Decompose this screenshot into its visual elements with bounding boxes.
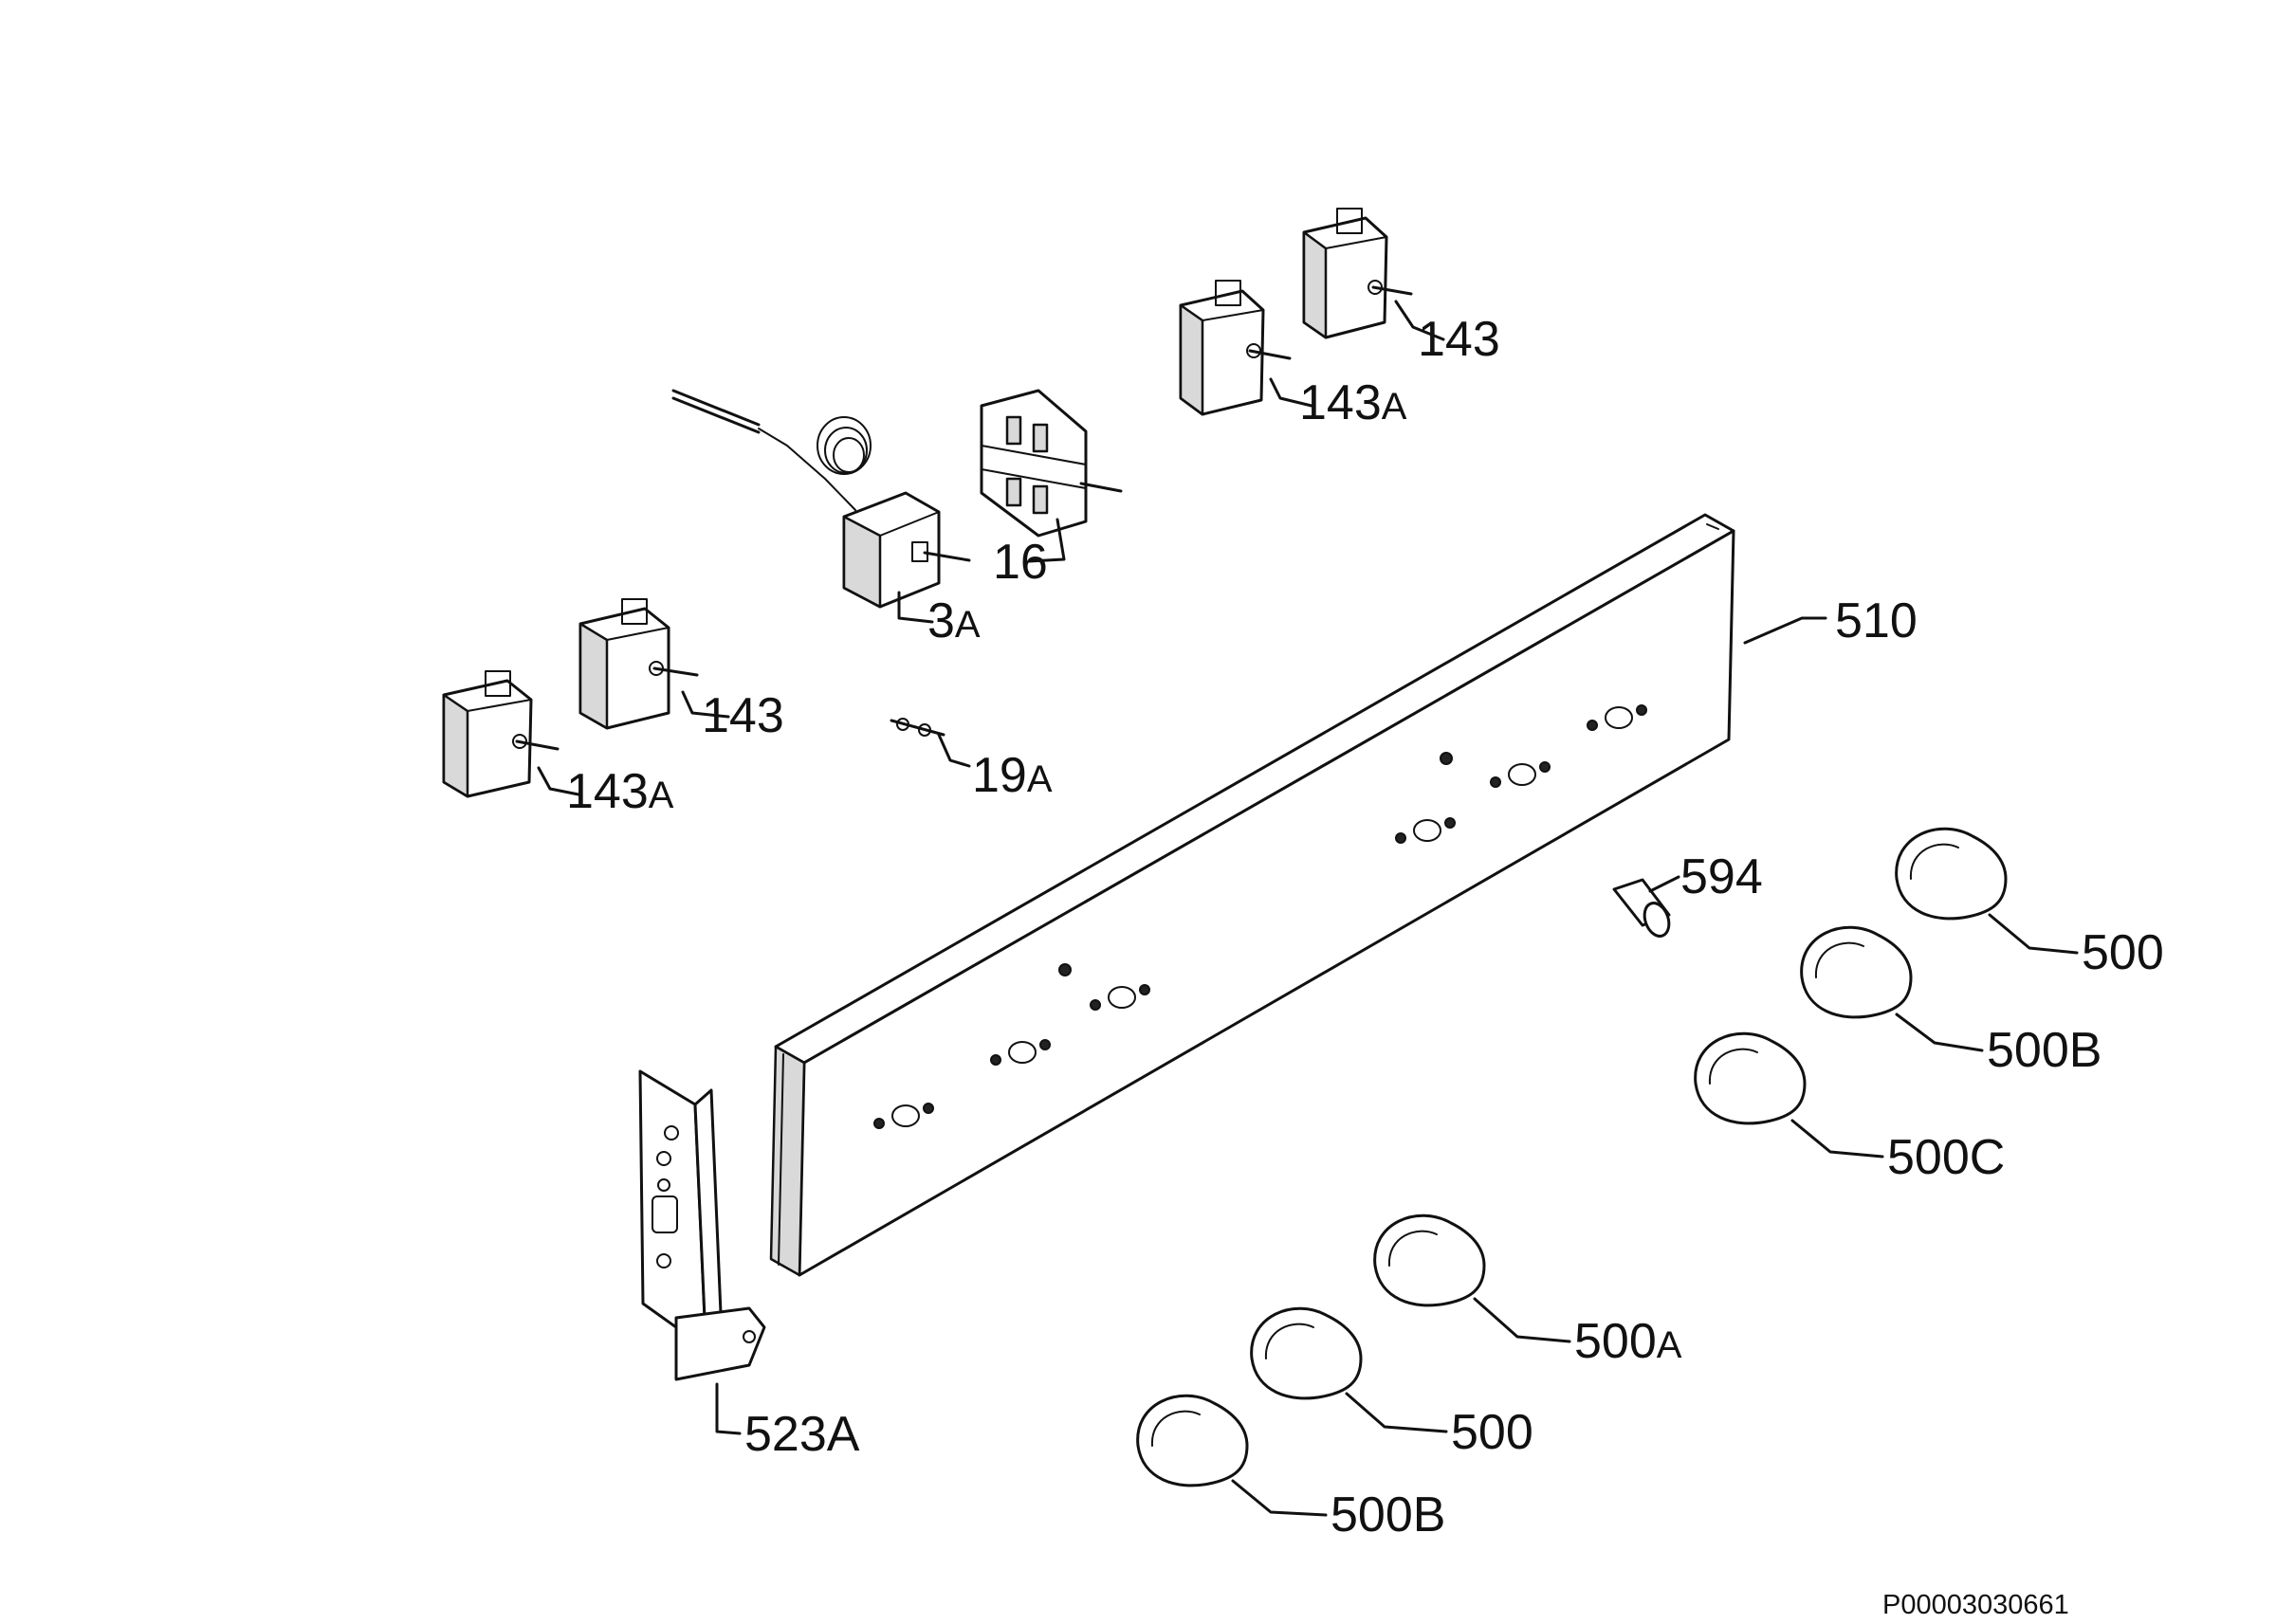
callout-143a-top: 143A: [1299, 375, 1407, 430]
callout-523a: 523A: [744, 1407, 860, 1462]
document-id: P00003030661: [1882, 1590, 2069, 1620]
callout-19a: 19A: [972, 748, 1053, 803]
callout-labels: 143 143A 16 3A 143 143A 19A 510 594 500 …: [566, 312, 2164, 1542]
callout-594: 594: [1680, 849, 1763, 904]
callout-500-right: 500: [2082, 925, 2164, 980]
knob-part-500-right: [1895, 827, 2008, 921]
knob-part-500b-right: [1800, 925, 1913, 1019]
callout-143-top: 143: [1418, 312, 1500, 367]
knob-part-500c: [1694, 1031, 1807, 1125]
thermostat-part-3a: [671, 389, 971, 609]
indicator-lamp-part-19a: [890, 718, 945, 737]
pin-part-594: [1612, 878, 1671, 938]
knob-part-500b-bottom: [1136, 1394, 1249, 1487]
knob-part-500a: [1373, 1213, 1486, 1307]
rotary-switch-part-143a-left: [442, 670, 560, 798]
callout-3a: 3A: [927, 593, 981, 648]
callout-510: 510: [1835, 593, 1918, 648]
rotary-switch-part-143-top: [1302, 208, 1413, 339]
knob-part-500-bottom: [1250, 1306, 1363, 1400]
leader-lines: [537, 300, 2079, 1517]
callout-500a: 500A: [1574, 1314, 1682, 1369]
callout-143-left: 143: [702, 688, 784, 743]
rotary-switch-part-143-left: [578, 598, 699, 730]
callout-16: 16: [993, 535, 1048, 590]
control-panel-part-510: [769, 513, 1735, 1277]
callout-500b-right: 500B: [1987, 1023, 2102, 1078]
callout-500b-bottom: 500B: [1331, 1487, 1445, 1542]
callout-500-bottom: 500: [1451, 1405, 1533, 1460]
callout-500c: 500C: [1887, 1130, 2005, 1185]
knobs: [1136, 827, 2008, 1487]
callout-143a-left: 143A: [566, 764, 674, 819]
rotary-switch-part-143a-top: [1179, 280, 1292, 416]
panel-knob-holes: [873, 704, 1647, 1129]
selector-switch-part-16: [980, 389, 1123, 538]
side-bracket-part-523a: [638, 1069, 766, 1381]
